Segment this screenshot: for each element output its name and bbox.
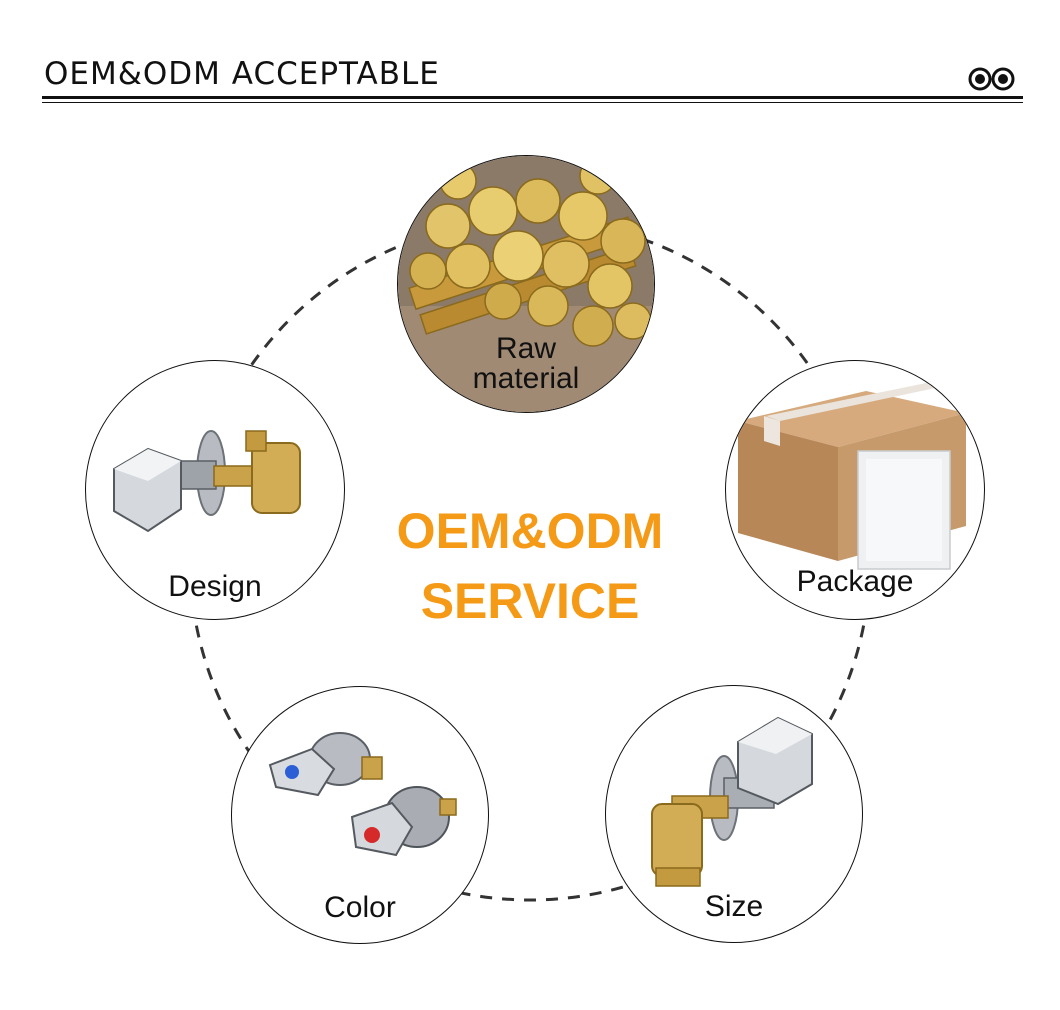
raw-material-circle: Raw material — [397, 155, 655, 413]
color-label: Color — [324, 891, 396, 924]
cardboard-box-image — [738, 383, 966, 570]
header-title: OEM&ODM ACCEPTABLE — [44, 56, 440, 92]
package-label: Package — [796, 565, 914, 598]
valve-size-image — [651, 716, 813, 887]
color-circle: Color — [231, 686, 489, 944]
size-circle: Size — [605, 685, 863, 943]
size-label: Size — [704, 890, 764, 923]
design-label: Design — [168, 570, 262, 603]
brass-rods-image — [398, 156, 654, 412]
raw-material-label-line1: Raw — [495, 332, 556, 365]
center-title-line1: OEM&ODM — [396, 503, 664, 559]
header-rule-thin — [42, 102, 1023, 103]
design-circle: Design — [85, 360, 345, 620]
raw-material-label-line2: material — [472, 362, 580, 395]
center-title-line2: SERVICE — [420, 573, 640, 629]
double-circle-icon — [968, 67, 1015, 91]
color-handles-image — [268, 732, 457, 857]
header-rule-thick — [42, 96, 1023, 99]
package-circle: Package — [725, 360, 985, 620]
valve-design-image — [113, 430, 301, 533]
